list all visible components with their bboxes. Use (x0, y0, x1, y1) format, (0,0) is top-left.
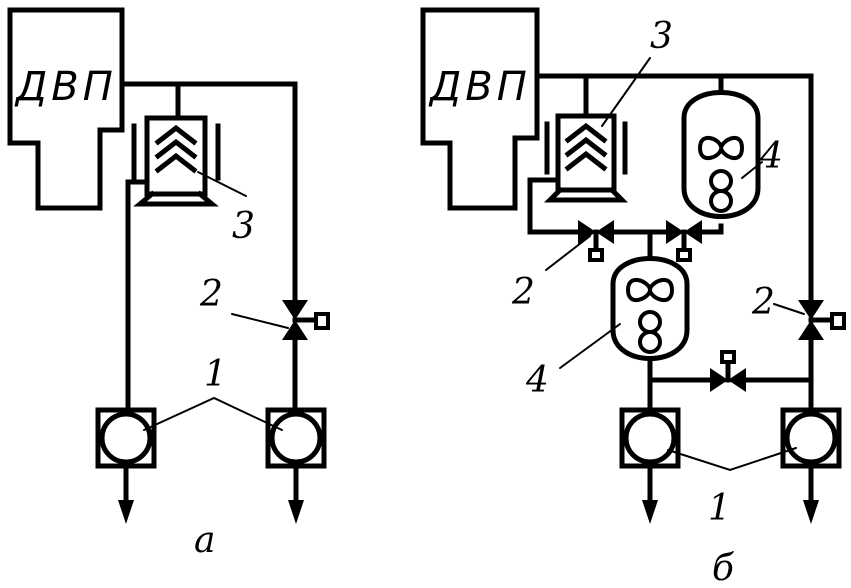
receiver-upper-right (681, 90, 761, 219)
leader-pumps-left (143, 396, 283, 431)
leader-receiver-upper (741, 161, 763, 179)
scheme-a: ДВП (7, 7, 330, 561)
pump-left-2 (265, 407, 327, 469)
receiver-lower-right (610, 256, 690, 361)
filter-right (543, 113, 629, 203)
pipe-top-right (534, 73, 814, 301)
leader-valve-right-left (545, 235, 591, 271)
leader-valve-right-right (773, 303, 805, 315)
arrow-left-2 (288, 500, 304, 524)
leader-pumps-right (667, 447, 797, 472)
dvp-label-right: ДВП (428, 64, 531, 110)
pipe-filter-out-right (527, 177, 581, 235)
label-valve-left: 2 (199, 274, 223, 315)
pipe-receiver-out-upper (699, 223, 724, 235)
label-receiver-lower: 4 (525, 360, 549, 401)
pipe-filter-out-left (125, 179, 150, 413)
arrow-right-2 (803, 500, 819, 524)
pump-right-2 (780, 407, 842, 469)
arrow-left-1 (118, 500, 134, 524)
valve-right-bridge (710, 350, 746, 392)
leader-valve-left (231, 313, 289, 329)
leader-filter-left (197, 171, 247, 197)
arrow-right-1 (642, 500, 658, 524)
label-valve-right-right: 2 (751, 282, 775, 323)
dvp-label-left: ДВП (14, 64, 117, 110)
label-pumps-left: 1 (204, 354, 227, 395)
dvp-block-left (7, 7, 125, 211)
label-receiver-upper: 4 (759, 136, 783, 177)
label-filter-left: 3 (232, 206, 255, 247)
scheme-b: ДВП (420, 7, 846, 588)
caption-b: б (712, 548, 735, 588)
filter-left (131, 115, 221, 207)
label-valve-right-left: 2 (511, 272, 535, 313)
pump-right-1 (619, 407, 681, 469)
caption-a: а (194, 520, 215, 561)
valve-left (282, 300, 330, 340)
pump-left-1 (95, 407, 157, 469)
label-filter-right: 3 (650, 16, 673, 57)
label-pumps-right: 1 (708, 488, 731, 529)
leader-filter-right (601, 57, 651, 127)
leader-receiver-lower (559, 323, 621, 369)
valve-right-right (798, 300, 846, 340)
valve-right-left (578, 220, 614, 262)
valve-right-middle (666, 220, 702, 262)
dvp-block-right (420, 7, 540, 211)
